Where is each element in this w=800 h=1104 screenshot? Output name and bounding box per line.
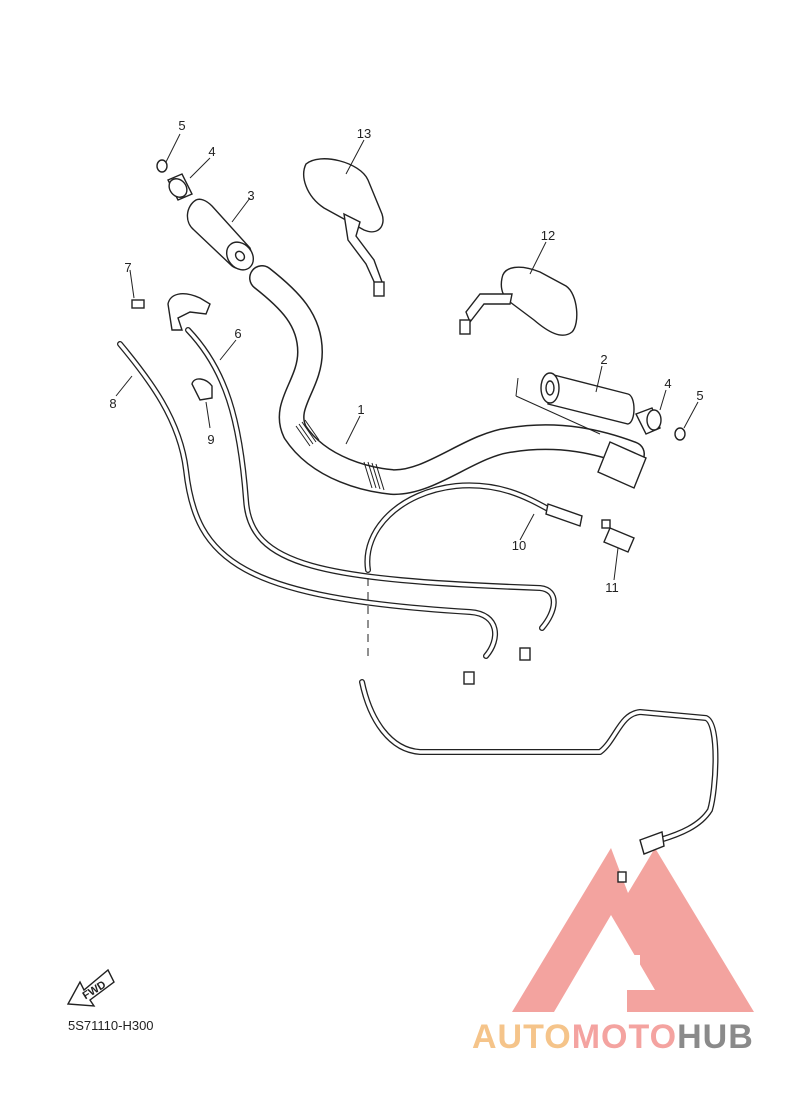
callout-13: 13: [357, 126, 371, 141]
callout-4: 4: [208, 144, 215, 159]
mirror-right: [459, 266, 578, 336]
callout-5: 5: [178, 118, 185, 133]
cable-guide-bracket: [131, 293, 211, 331]
callout-8: 8: [109, 396, 116, 411]
brand-part-auto: AUTO: [472, 1018, 572, 1056]
mirror-left: [303, 158, 385, 297]
callout-1: 1: [357, 402, 364, 417]
callout-6: 6: [234, 326, 241, 341]
left-grip: [186, 198, 255, 271]
cable-clamp: [191, 378, 213, 401]
callout-10: 10: [512, 538, 526, 553]
callout-2: 2: [600, 352, 607, 367]
watermark-brand: AUTOMOTOHUB: [472, 1018, 754, 1057]
brand-part-moto: MOTO: [571, 1018, 678, 1056]
bar-end-screw-right: [674, 427, 686, 441]
callout-5-right: 5: [696, 388, 703, 403]
leader-lines: [115, 133, 699, 581]
callout-12: 12: [541, 228, 555, 243]
brand-part-hub: HUB: [677, 1018, 754, 1056]
cable-adjuster: [601, 519, 635, 553]
lower-cable-run: [359, 578, 719, 883]
throttle-grip: [515, 372, 635, 435]
throttle-cable-pull: [117, 341, 498, 685]
watermark-logo: [512, 848, 754, 1012]
forward-arrow-icon: FWD: [66, 968, 115, 1007]
knurled-band-left: [295, 419, 320, 447]
bar-end-weight-right: [635, 407, 662, 435]
handlebar: [249, 265, 647, 495]
bar-end-weight-left: [167, 173, 193, 201]
clutch-cable: [364, 482, 583, 573]
callout-4-right: 4: [664, 376, 671, 391]
callout-labels: 1 2 3 4 5 6 7 8 9 10 11 12 13 4 5: [109, 118, 703, 595]
bar-end-screw-left: [156, 159, 168, 173]
callout-3: 3: [247, 188, 254, 203]
callout-11: 11: [605, 580, 619, 595]
callout-7: 7: [124, 260, 131, 275]
knurled-band-right: [363, 461, 385, 491]
callout-9: 9: [207, 432, 214, 447]
throttle-cable-return: [185, 327, 557, 661]
drawing-code: 5S71110-H300: [68, 1018, 154, 1033]
